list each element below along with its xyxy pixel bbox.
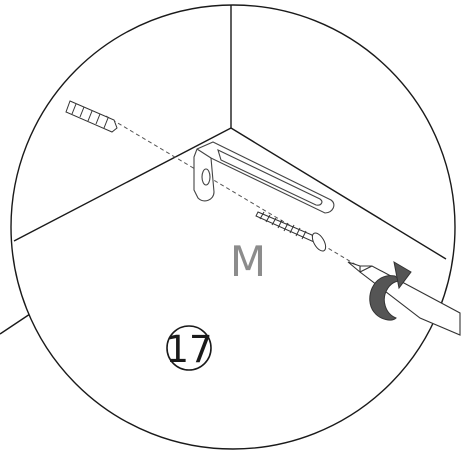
leader-line xyxy=(0,314,30,334)
detail-circle xyxy=(11,5,455,449)
step-number: 17 xyxy=(165,328,212,371)
part-label: M xyxy=(230,237,266,286)
